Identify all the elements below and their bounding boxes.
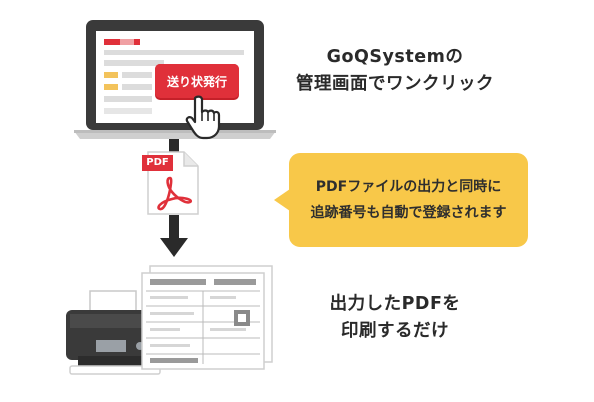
bubble-line1: PDFファイルの出力と同時に [315, 179, 502, 195]
issue-label-button-text: 送り状発行 [166, 75, 227, 89]
shipping-label-icon [141, 265, 273, 370]
pdf-file-icon [142, 151, 199, 215]
bubble-line2: 追跡番号も自動で登録されます [310, 205, 507, 221]
info-bubble [289, 153, 528, 247]
bubble-tail [274, 189, 290, 211]
issue-label-button-bg [155, 64, 239, 98]
caption-bottom-line2: 印刷するだけ [341, 321, 449, 341]
printer-icon [66, 290, 162, 375]
cursor-hand-icon [185, 95, 221, 140]
caption-top-line1: GoQSystemの [326, 47, 464, 67]
caption-top: GoQSystemの 管理画面でワンクリック [283, 44, 507, 98]
info-bubble-text: PDFファイルの出力と同時に 追跡番号も自動で登録されます [289, 174, 528, 226]
pdf-tag-label: PDF [146, 157, 169, 168]
arrow-down-icon [160, 139, 188, 257]
caption-top-line2: 管理画面でワンクリック [296, 74, 494, 94]
caption-bottom: 出力したPDFを 印刷するだけ [300, 291, 490, 345]
caption-bottom-line1: 出力したPDFを [329, 294, 461, 314]
